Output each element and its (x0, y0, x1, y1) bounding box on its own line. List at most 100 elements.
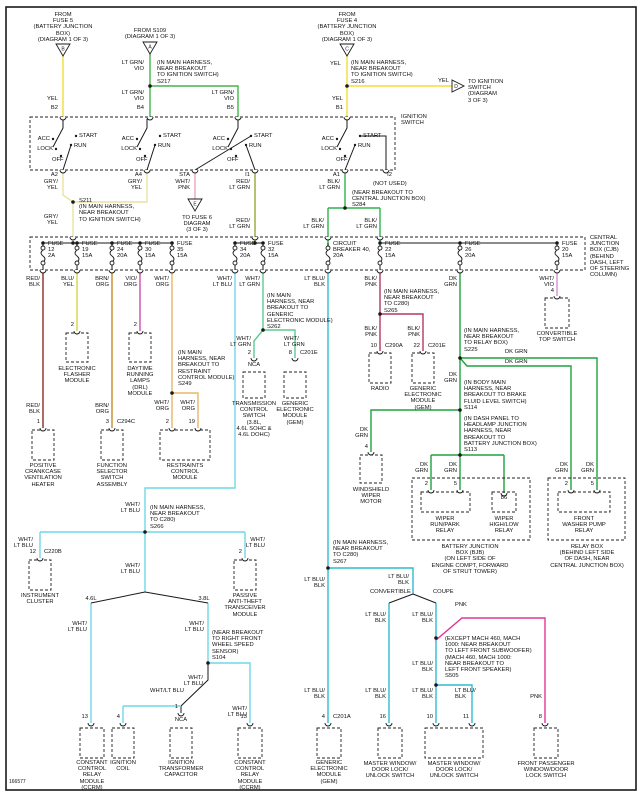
ignition-coil-box (111, 727, 135, 759)
label-124: ELECTRONIC FLASHER MODULE (58, 366, 96, 385)
label-7: YEL (438, 78, 449, 84)
connector-terminal (246, 722, 254, 727)
label-34: LOCK (321, 146, 337, 152)
wire-body-split-bracket-r (412, 593, 437, 604)
label-103: (IN DASH PANEL TO HEADLAMP JUNCTION HARN… (464, 416, 537, 454)
label-163: CONSTANT CONTROL RELAY MODULE (CCRM) (76, 760, 108, 791)
switch-contact-dot (358, 134, 362, 138)
label-179: LT BLU/ BLK (412, 688, 433, 701)
switch-contact-dot (143, 154, 147, 158)
connector-terminal (108, 269, 116, 274)
label-29: LOCK (212, 146, 228, 152)
label-40: A4 (134, 172, 142, 178)
label-180: LT BLU/ BLK (455, 688, 476, 701)
wire-s249-branch (172, 392, 199, 428)
splice-dot (143, 530, 147, 534)
switch-contact-dot (249, 134, 253, 138)
splice-dot (345, 84, 349, 88)
splice-dot (458, 356, 462, 360)
label-128: RED/ BLK (26, 403, 40, 416)
wire-a4-out (73, 170, 148, 203)
label-23: ACC (121, 136, 134, 142)
label-89: (IN MAIN HARNESS, NEAR BREAKOUT TO C280)… (384, 289, 440, 314)
label-41: GRY/ YEL (127, 179, 142, 192)
ccrm-box-2 (237, 727, 263, 759)
label-162: 13 (240, 714, 247, 720)
connector-terminal (87, 722, 95, 727)
connector-terminal (456, 269, 464, 274)
label-35: OFF (336, 157, 348, 163)
wire-s267-h (328, 567, 414, 594)
label-116: WIPER RUN/PARK RELAY (430, 516, 460, 535)
label-20: OFF (52, 157, 64, 163)
label-164: IGNITION COIL (110, 760, 136, 773)
label-181: PNK (530, 694, 542, 700)
connector-terminal (73, 330, 81, 335)
label-127: (IN MAIN HARNESS, NEAR BREAKOUT TO RESTR… (178, 350, 235, 388)
label-95: C201E (428, 343, 446, 349)
label-6: (IN MAIN HARNESS, NEAR BREAKOUT TO IGNIT… (351, 60, 413, 85)
fuse-symbol-3 (137, 243, 143, 270)
label-151: 3.8L (198, 596, 210, 602)
wire-s217-branch (150, 85, 239, 117)
label-174: PNK (455, 602, 467, 608)
label-148: PASSIVE ANTI-THEFT TRANSCEIVER MODULE (224, 593, 266, 618)
connector-terminal (341, 169, 349, 174)
connector-terminal (168, 269, 176, 274)
label-117: WIPER HIGH/LOW RELAY (489, 516, 519, 535)
splice-dot (233, 241, 237, 245)
label-30: OFF (227, 157, 239, 163)
label-146: WHT/ LT BLU (245, 537, 265, 550)
connector-terminal (59, 116, 67, 121)
label-24: LOCK (121, 146, 137, 152)
connector-terminal (73, 269, 81, 274)
central-junction-box (29, 236, 586, 271)
label-168: (IN MAIN HARNESS, NEAR BREAKOUT TO C280)… (333, 540, 389, 565)
switch-contact-dot (234, 154, 238, 158)
master-switch-box-1 (377, 727, 403, 759)
label-185: 10 (426, 714, 433, 720)
switch-contact-dot (153, 143, 157, 147)
connector-terminal (136, 330, 144, 335)
connector-terminal (324, 236, 332, 241)
connector-terminal (456, 489, 464, 494)
wire-s225-b2 (459, 357, 572, 490)
label-186: 11 (462, 714, 469, 720)
fuse-symbol-6 (260, 243, 266, 270)
connector-terminal (241, 557, 249, 562)
wiper-runpark-relay-box (420, 491, 471, 513)
wire-coupe-branch-11 (436, 684, 473, 723)
label-54: BLK/ LT GRN (303, 218, 324, 231)
label-167: LT BLU/ BLK (304, 577, 325, 590)
label-61: FUSE 35 15A (177, 241, 193, 260)
connector-terminal (385, 722, 393, 727)
label-73: WHT/ ORG (154, 276, 169, 289)
label-42: STA (179, 172, 190, 178)
splice-dot (434, 636, 438, 640)
transmission-control-switch-box (242, 371, 266, 399)
ignition-transformer-capacitor-box (169, 727, 193, 759)
label-183: C201A (333, 714, 351, 720)
label-43: WHT/ PNK (175, 179, 190, 192)
switch-contact-dot (51, 137, 55, 141)
offpage-triangle-D (451, 79, 466, 93)
label-0: FROM FUSE 5 (BATTERY JUNCTION BOX) (DIAG… (33, 12, 93, 43)
label-189: MASTER WINDOW/ DOOR LOCK/ UNLOCK SWITCH (363, 761, 417, 780)
fuse-symbol-2 (109, 243, 115, 270)
wire-s104-right (208, 662, 251, 723)
switch-contact-dot (54, 147, 58, 151)
label-10: B2 (50, 105, 58, 111)
label-161: NCA (174, 717, 188, 723)
label-133: 3 (105, 419, 109, 425)
connector-terminal (168, 427, 176, 432)
pats-module-box (233, 559, 257, 591)
label-182: 4 (321, 714, 325, 720)
label-190: MASTER WINDOW/ DOOR LOCK/ UNLOCK SWITCH (427, 761, 481, 780)
connector-terminal (108, 427, 116, 432)
wire-s104-capacitor (180, 663, 209, 713)
connector-terminal (500, 492, 508, 497)
connector-terminal (291, 357, 299, 362)
wire-pole4-stem (336, 119, 348, 148)
connector-terminal (234, 116, 242, 121)
wiper-highlow-relay-box (491, 491, 517, 513)
